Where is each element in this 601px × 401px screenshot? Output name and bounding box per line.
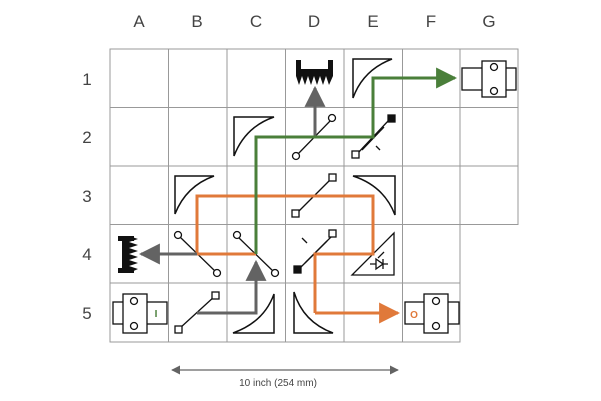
- column-headers: A B C D E F G: [133, 12, 495, 31]
- curved-mirror-icon: [233, 116, 275, 157]
- column-header: E: [367, 12, 378, 31]
- curved-mirror-icon: [174, 175, 215, 215]
- input-label: I: [155, 309, 158, 320]
- grid: [109, 48, 519, 343]
- curved-mirror-icon: [232, 293, 275, 334]
- scale-bar: 10 inch (254 mm): [171, 365, 399, 389]
- column-header: D: [308, 12, 320, 31]
- row-headers: 1 2 3 4 5: [82, 70, 91, 323]
- row-header: 1: [82, 70, 91, 89]
- beam-paths: [138, 67, 458, 324]
- curved-mirror-icon: [352, 58, 393, 99]
- row-header: 2: [82, 128, 91, 147]
- beam-splitter-dark-icon: [293, 229, 337, 274]
- column-header: B: [191, 12, 202, 31]
- scale-label: 10 inch (254 mm): [239, 378, 317, 389]
- column-header: G: [482, 12, 495, 31]
- output-mount-icon: [404, 293, 460, 334]
- green-beam-path: [254, 67, 458, 254]
- row-header: 5: [82, 304, 91, 323]
- output-label: O: [410, 310, 418, 321]
- column-header: C: [250, 12, 262, 31]
- mount-icon: [461, 60, 517, 98]
- input-mount-icon: [112, 293, 168, 334]
- comb-target-icon: [296, 60, 333, 85]
- column-header: F: [426, 12, 436, 31]
- row-header: 3: [82, 187, 91, 206]
- row-header: 4: [82, 245, 91, 264]
- components: I O: [112, 58, 517, 334]
- column-header: A: [133, 12, 145, 31]
- comb-target-icon: [118, 236, 138, 273]
- curved-mirror-icon: [293, 291, 334, 334]
- curved-mirror-icon: [352, 175, 396, 216]
- gray-beam-path: [197, 259, 267, 315]
